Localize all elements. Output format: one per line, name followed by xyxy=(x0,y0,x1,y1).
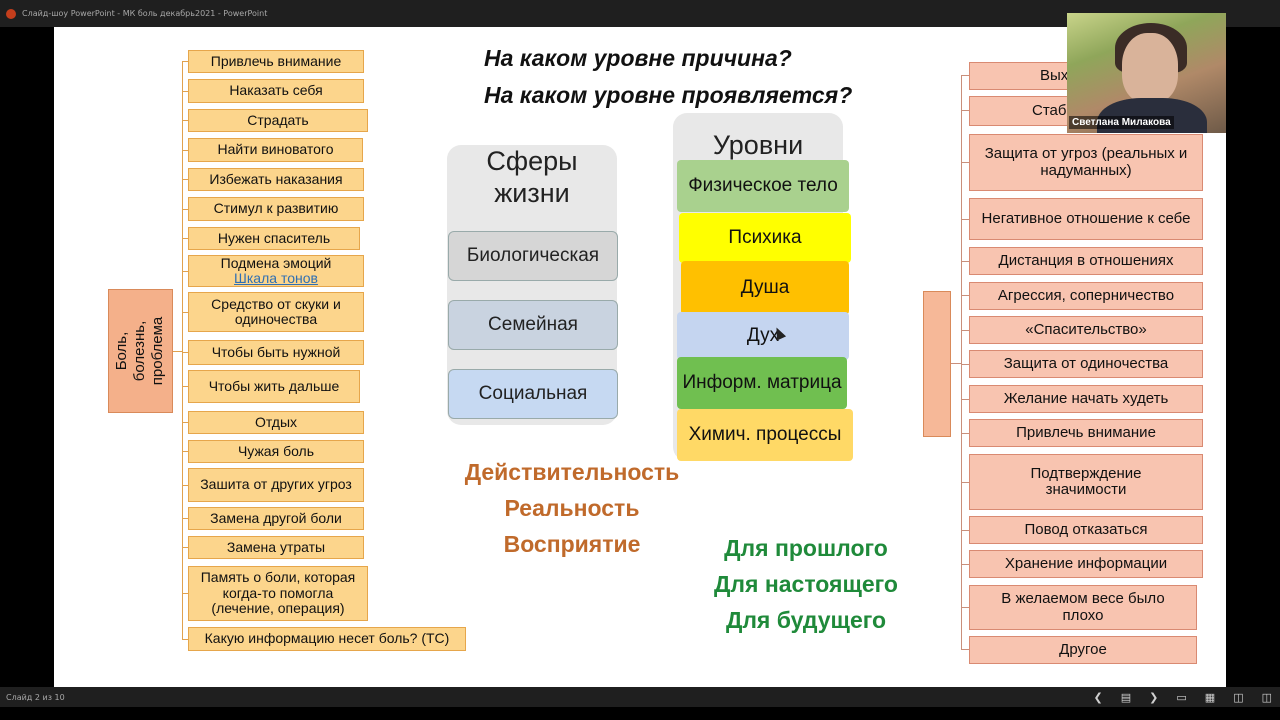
level-soul: Душа xyxy=(681,261,849,315)
left-item: Нужен спаситель xyxy=(188,227,360,250)
left-item: Зашита от других угроз xyxy=(188,468,364,502)
left-item: Память о боли, которая когда-то помогла … xyxy=(188,566,368,621)
left-item: Найти виноватого xyxy=(188,138,363,162)
sphere-social: Социальная xyxy=(448,369,618,419)
question-manifest: На каком уровне проявляется? xyxy=(484,82,853,108)
reality-term-perception: Восприятие xyxy=(503,531,641,557)
reading-view-icon[interactable]: ◫ xyxy=(1233,690,1244,704)
sphere-family: Семейная xyxy=(448,300,618,350)
normal-view-icon[interactable]: ▭ xyxy=(1176,690,1187,704)
right-item: Дистанция в отношениях xyxy=(969,247,1203,275)
spheres-title: Сферы жизни xyxy=(486,146,578,209)
right-item: Желание начать худеть xyxy=(969,385,1203,413)
slideshow-view-icon[interactable]: ◫ xyxy=(1261,690,1272,704)
participant-video-tile[interactable]: Светлана Милакова xyxy=(1067,13,1226,133)
window-title: Слайд-шоу PowerPoint - МК боль декабрь20… xyxy=(22,9,268,18)
right-item: Негативное отношение к себе xyxy=(969,198,1203,240)
left-item: Замена другой боли xyxy=(188,507,364,530)
left-item: Страдать xyxy=(188,109,368,132)
left-item-emotions: Подмена эмоций Шкала тонов xyxy=(188,255,364,287)
next-slide-icon[interactable]: ❯ xyxy=(1149,690,1159,704)
reality-term-actuality: Действительность xyxy=(464,459,680,485)
right-item: «Спасительство» xyxy=(969,316,1203,344)
left-item: Чтобы быть нужной xyxy=(188,340,364,365)
level-info-matrix: Информ. матрица xyxy=(677,357,847,409)
slide-counter: Слайд 2 из 10 xyxy=(6,692,65,702)
status-bar: Слайд 2 из 10 ❮ ▤ ❯ ▭ ▦ ◫ ◫ xyxy=(0,687,1280,707)
left-root-label: Боль, болезнь, проблема xyxy=(113,316,167,386)
left-trunk-line xyxy=(182,61,183,639)
time-term-past: Для прошлого xyxy=(724,535,888,561)
left-root-box: Боль, болезнь, проблема xyxy=(108,289,173,413)
left-root-connector xyxy=(173,351,182,352)
right-root-box xyxy=(923,291,951,437)
question-cause: На каком уровне причина? xyxy=(484,45,792,71)
right-item: Агрессия, соперничество xyxy=(969,282,1203,310)
left-item: Отдых xyxy=(188,411,364,434)
left-item-label: Подмена эмоций xyxy=(220,254,332,271)
right-item: Привлечь внимание xyxy=(969,419,1203,447)
slide-canvas[interactable]: На каком уровне причина? На каком уровне… xyxy=(54,27,1226,687)
left-item: Привлечь внимание xyxy=(188,50,364,73)
participant-name-label: Светлана Милакова xyxy=(1069,116,1174,129)
left-item: Замена утраты xyxy=(188,536,364,559)
left-item: Средство от скуки и одиночества xyxy=(188,292,364,332)
right-item: Защита от угроз (реальных и надуманных) xyxy=(969,134,1203,191)
slide-list-icon[interactable]: ▤ xyxy=(1120,690,1132,704)
level-chemical-processes: Химич. процессы xyxy=(677,409,853,461)
level-spirit: Дух xyxy=(677,312,849,360)
slideshow-toolbar: ❮ ▤ ❯ ▭ ▦ ◫ ◫ xyxy=(1094,687,1272,707)
left-item: Чужая боль xyxy=(188,440,364,463)
right-item: Другое xyxy=(969,636,1197,664)
time-term-future: Для будущего xyxy=(725,607,887,633)
left-item: Избежать наказания xyxy=(188,168,364,191)
reality-term-reality: Реальность xyxy=(504,495,640,521)
left-item: Какую информацию несет боль? (ТС) xyxy=(188,627,466,651)
left-item: Стимул к развитию xyxy=(188,197,364,221)
participant-face xyxy=(1122,33,1178,103)
tone-scale-link[interactable]: Шкала тонов xyxy=(234,270,318,286)
sphere-biological: Биологическая xyxy=(448,231,618,281)
right-trunk-line xyxy=(961,75,962,649)
time-term-present: Для настоящего xyxy=(714,571,898,597)
right-item: В желаемом весе было плохо xyxy=(969,585,1197,630)
right-item: Повод отказаться xyxy=(969,516,1203,544)
left-item: Чтобы жить дальше xyxy=(188,370,360,403)
left-item: Наказать себя xyxy=(188,79,364,103)
right-item: Хранение информации xyxy=(969,550,1203,578)
level-physical-body: Физическое тело xyxy=(677,160,849,212)
right-item: Защита от одиночества xyxy=(969,350,1203,378)
level-psyche: Психика xyxy=(679,213,851,263)
slide-sorter-icon[interactable]: ▦ xyxy=(1204,690,1216,704)
window-titlebar: Слайд-шоу PowerPoint - МК боль декабрь20… xyxy=(0,0,1280,27)
levels-title: Уровни xyxy=(712,130,804,160)
powerpoint-icon xyxy=(6,8,16,19)
right-item: Подтверждение значимости xyxy=(969,454,1203,510)
previous-slide-icon[interactable]: ❮ xyxy=(1093,690,1103,704)
